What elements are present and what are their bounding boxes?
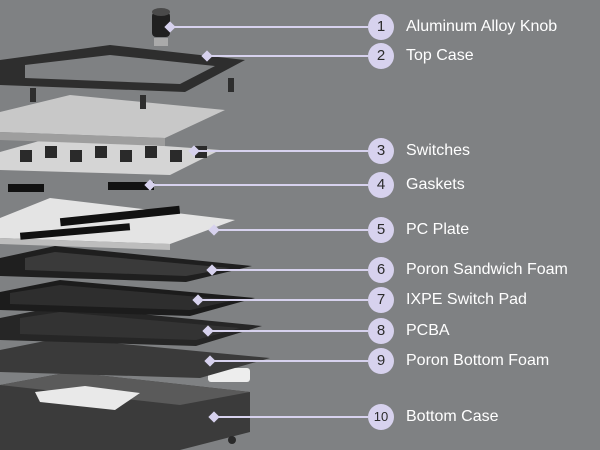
leader-line — [194, 150, 368, 152]
callout-9: 9 Poron Bottom Foam — [0, 346, 600, 376]
callout-5: 5 PC Plate — [0, 215, 600, 245]
callout-number: 8 — [368, 318, 394, 344]
callout-1: 1 Aluminum Alloy Knob — [0, 12, 600, 42]
leader-line — [150, 184, 368, 186]
callout-label: Aluminum Alloy Knob — [406, 18, 558, 35]
callout-number: 7 — [368, 287, 394, 313]
aluminum-alloy-knob — [152, 8, 170, 46]
leader-line — [198, 299, 368, 301]
callout-number: 2 — [368, 43, 394, 69]
callout-number: 6 — [368, 257, 394, 283]
callout-label: PCBA — [406, 322, 450, 339]
callout-number: 3 — [368, 138, 394, 164]
gaskets — [8, 182, 154, 192]
callout-label: Bottom Case — [406, 408, 499, 425]
leader-line — [210, 360, 368, 362]
keycaps — [0, 95, 225, 146]
top-case — [0, 45, 245, 109]
callout-number: 5 — [368, 217, 394, 243]
callout-label: Switches — [406, 142, 471, 159]
poron-sandwich-foam — [0, 246, 252, 282]
callout-label: PC Plate — [406, 221, 470, 238]
leader-line — [170, 26, 368, 28]
callout-number: 4 — [368, 172, 394, 198]
callout-label: Top Case — [406, 47, 474, 64]
callout-6: 6 Poron Sandwich Foam — [0, 255, 600, 285]
callout-label: Gaskets — [406, 176, 465, 193]
leader-line — [212, 269, 368, 271]
pc-plate — [0, 198, 235, 250]
bottom-case — [0, 368, 250, 450]
leader-line — [207, 55, 368, 57]
ixpe-switch-pad — [0, 280, 255, 316]
callout-number: 10 — [368, 404, 394, 430]
pcba — [0, 306, 262, 346]
callout-label: IXPE Switch Pad — [406, 291, 527, 308]
leader-line — [214, 416, 368, 418]
switches — [0, 138, 220, 175]
callout-number: 9 — [368, 348, 394, 374]
callout-8: 8 PCBA — [0, 316, 600, 346]
callout-label: Poron Bottom Foam — [406, 352, 550, 369]
callout-7: 7 IXPE Switch Pad — [0, 285, 600, 315]
callout-3: 3 Switches — [0, 136, 600, 166]
poron-bottom-foam — [0, 338, 270, 378]
callout-10: 10 Bottom Case — [0, 402, 600, 432]
callout-2: 2 Top Case — [0, 41, 600, 71]
callout-number: 1 — [368, 14, 394, 40]
leader-line — [214, 229, 368, 231]
leader-line — [208, 330, 368, 332]
callout-label: Poron Sandwich Foam — [406, 261, 568, 278]
callout-4: 4 Gaskets — [0, 170, 600, 200]
